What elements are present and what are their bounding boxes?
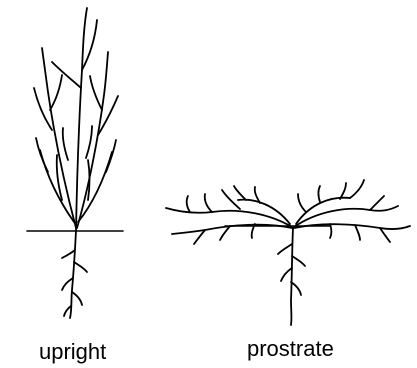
prostrate-plant-drawing bbox=[166, 180, 410, 325]
prostrate-label: prostrate bbox=[247, 338, 334, 360]
upright-label: upright bbox=[39, 341, 106, 363]
prostrate-shoots-left bbox=[166, 186, 292, 244]
upright-shoots bbox=[34, 8, 118, 231]
upright-root bbox=[62, 231, 87, 318]
prostrate-root bbox=[278, 228, 305, 325]
upright-plant-drawing bbox=[27, 8, 123, 318]
prostrate-shoots-right bbox=[294, 180, 410, 242]
